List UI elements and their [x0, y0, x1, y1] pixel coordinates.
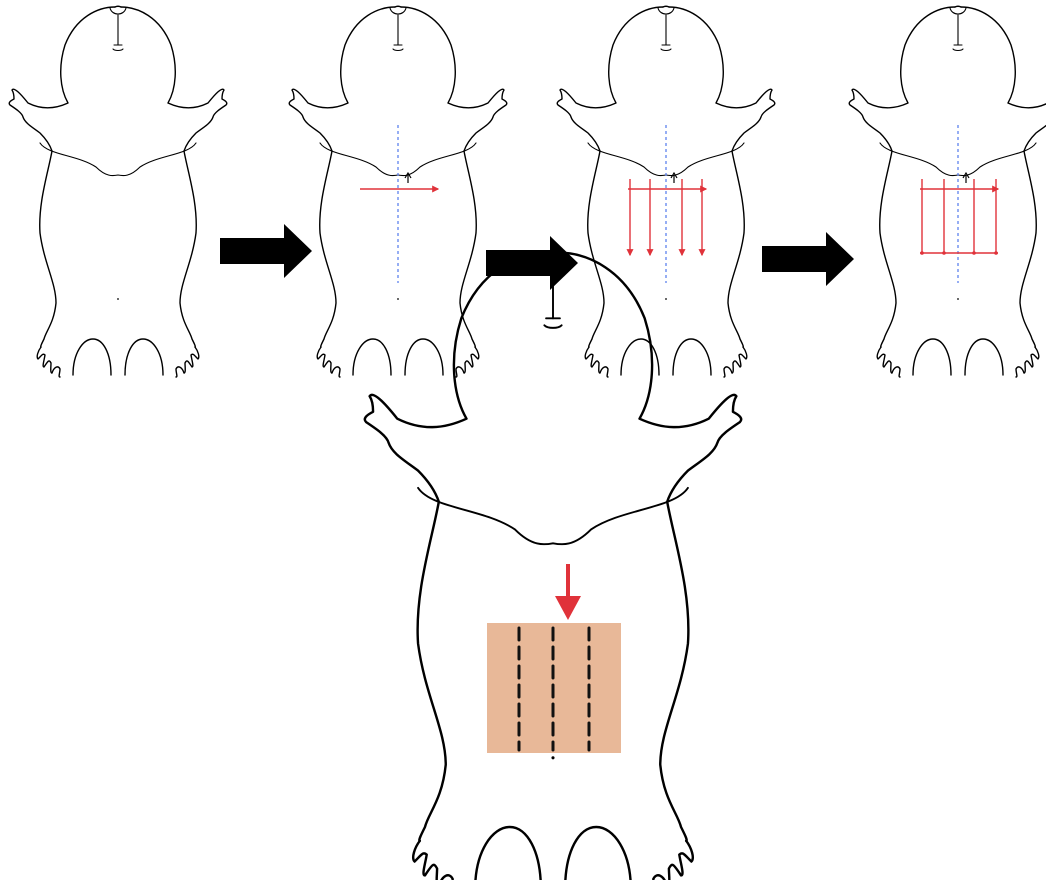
- animal-outline: [365, 251, 741, 880]
- sequence-arrow-1: [220, 224, 312, 278]
- result-figure: [365, 251, 741, 880]
- animal-outline: [849, 6, 1046, 377]
- down-arrow-icon: [555, 564, 581, 620]
- sequence-arrow-2: [486, 236, 578, 290]
- step-3-figure: [557, 6, 775, 377]
- step-4-figure: [849, 6, 1046, 377]
- sequence-arrow-3: [762, 232, 854, 286]
- step-2-figure: [289, 6, 507, 377]
- animal-outline: [9, 6, 227, 377]
- step-1-figure: [9, 6, 227, 377]
